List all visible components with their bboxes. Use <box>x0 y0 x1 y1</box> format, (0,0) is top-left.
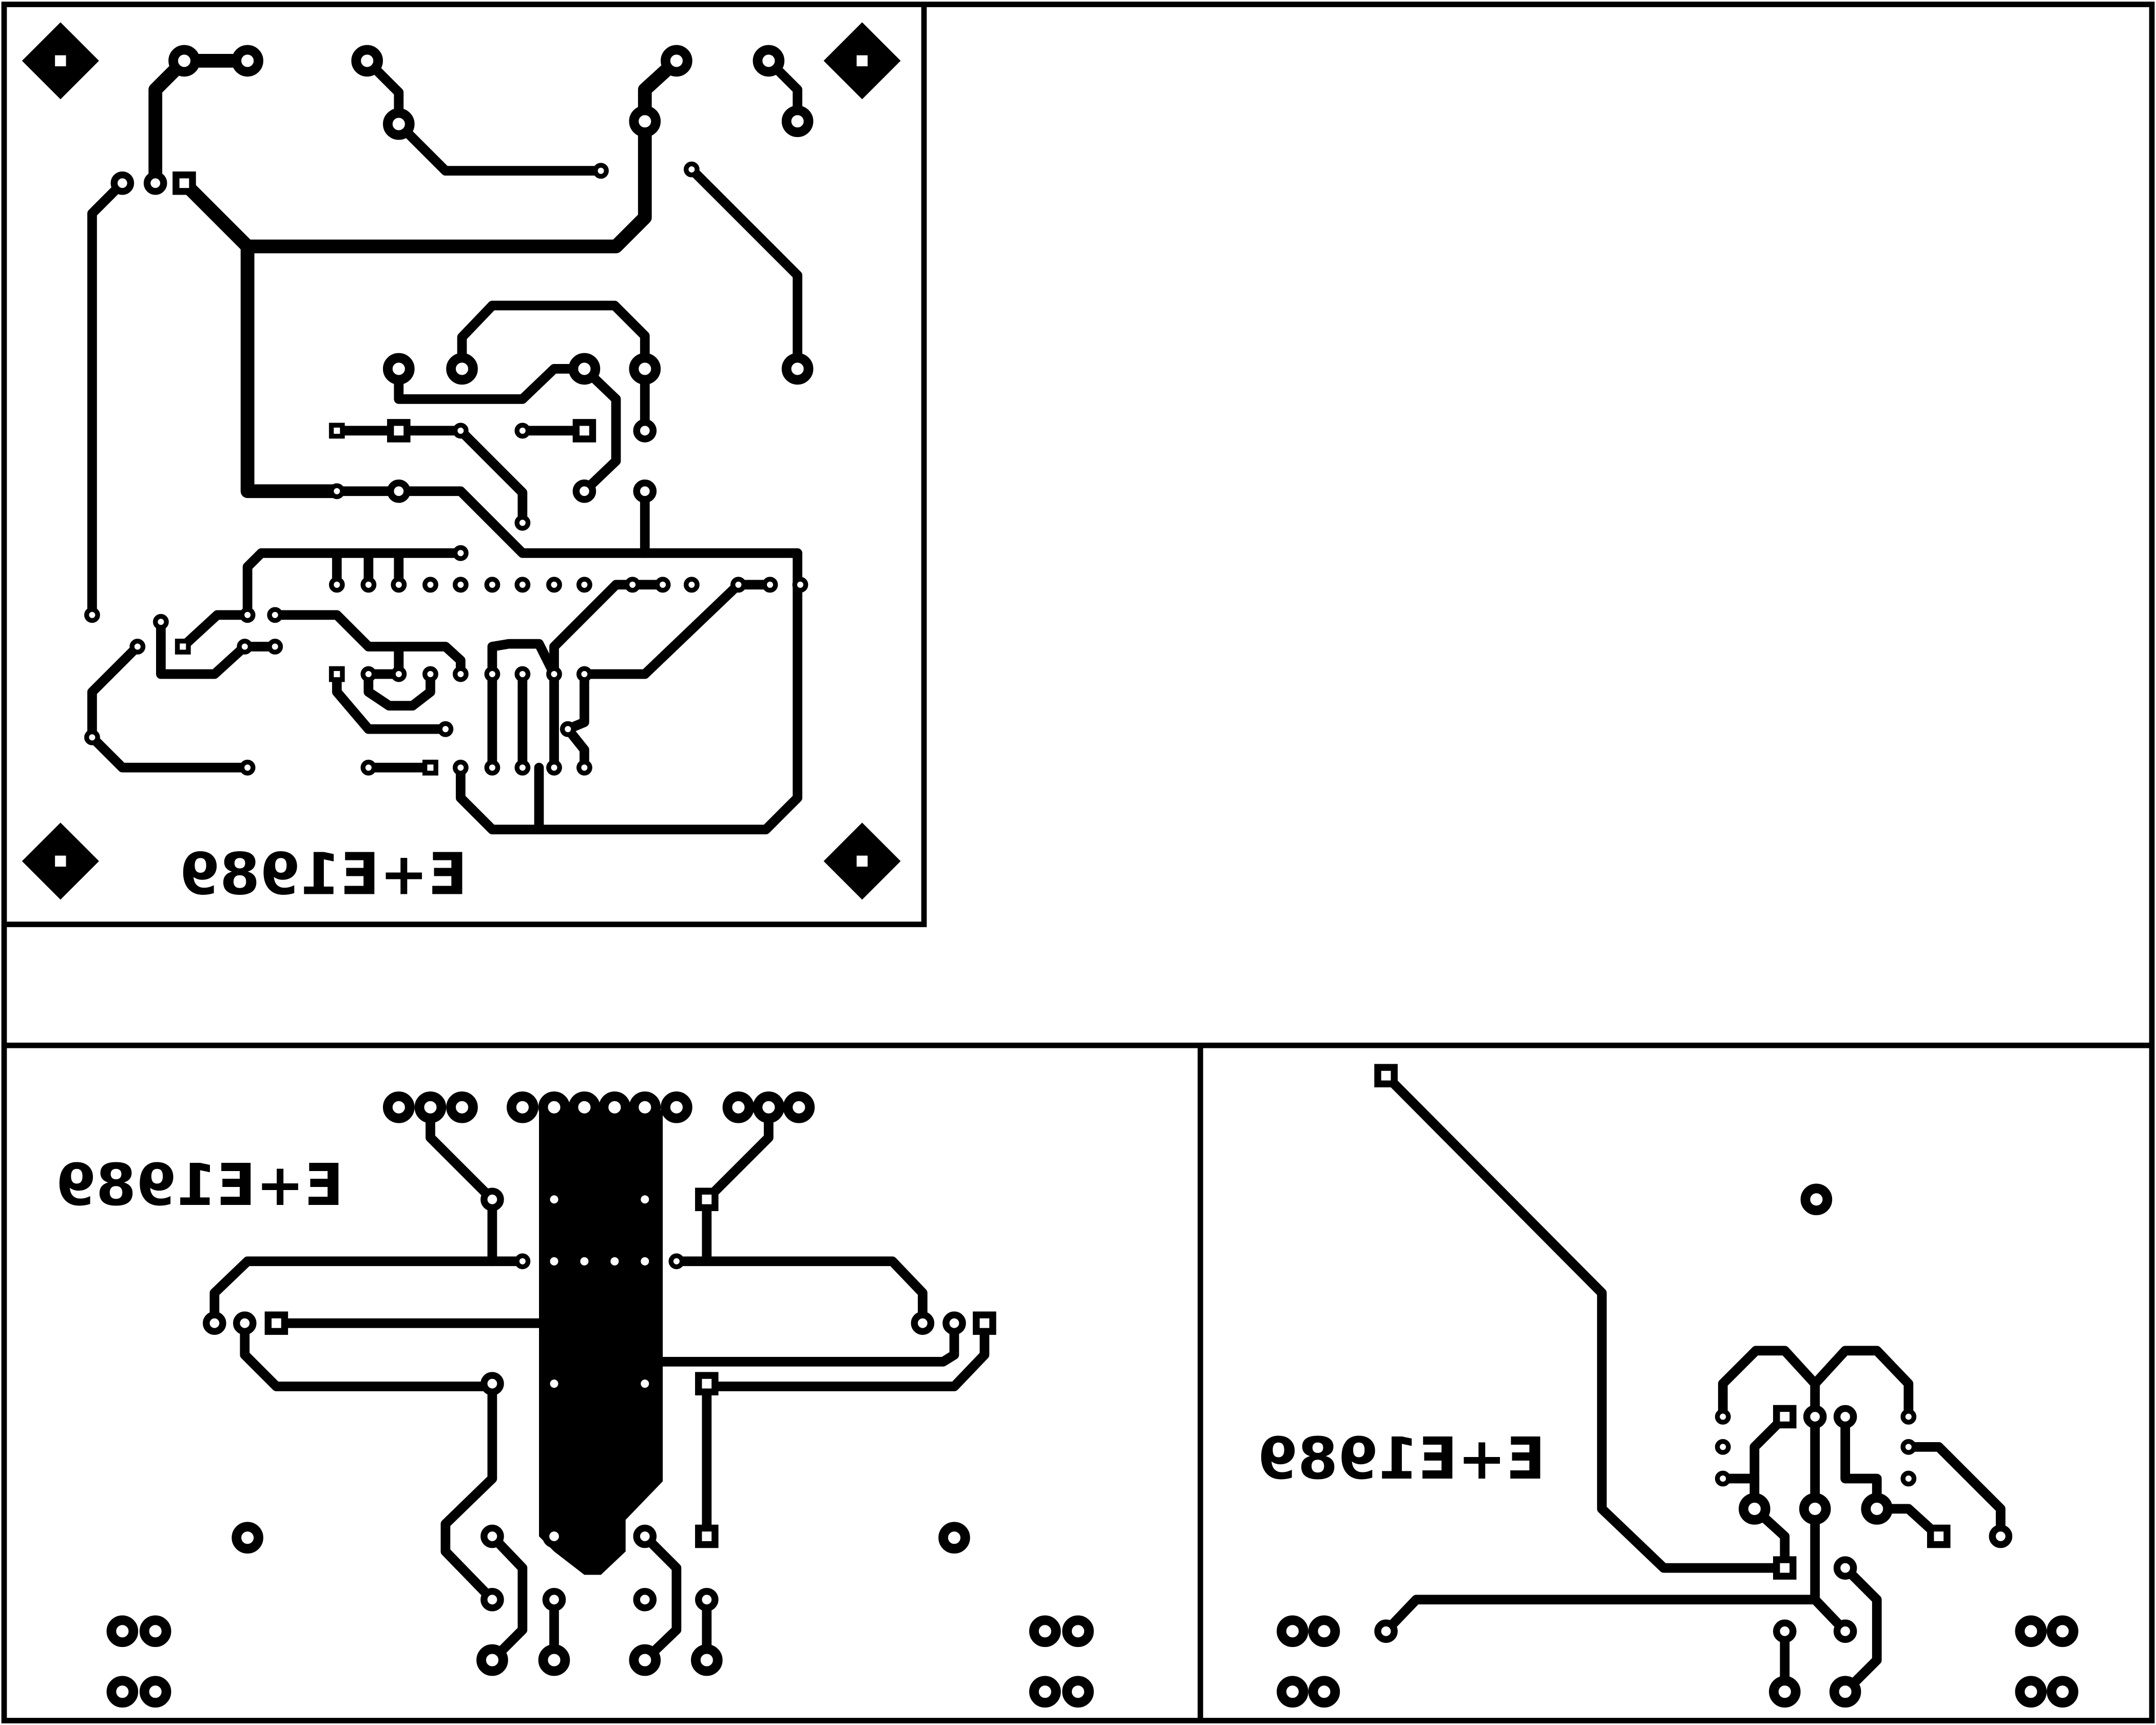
pad <box>781 105 814 138</box>
traces-thick <box>148 54 684 499</box>
board-label: E+E1989 <box>1258 1425 1546 1492</box>
pad <box>351 45 383 77</box>
pad-square <box>387 419 411 443</box>
pad <box>753 45 785 77</box>
pad <box>382 108 415 140</box>
board-bottom-right: E+E1989 <box>1258 1064 2078 1708</box>
pad <box>568 353 601 385</box>
pad <box>661 45 692 77</box>
pad <box>446 353 478 385</box>
pad <box>168 45 200 77</box>
pad <box>382 353 415 385</box>
pad <box>629 353 661 385</box>
pad <box>387 480 411 503</box>
ground-plane-vias <box>550 1195 649 1388</box>
pads-medium <box>110 171 657 503</box>
pads-small <box>84 161 808 776</box>
pad <box>572 480 596 503</box>
mounting-hole <box>823 822 901 900</box>
ground-plane <box>539 1110 663 1575</box>
mounting-hole <box>22 822 99 900</box>
pad <box>781 353 814 385</box>
pad <box>110 171 134 195</box>
board-bottom-left: E+E1989 <box>56 1091 1094 1708</box>
pads-small <box>1715 1409 1917 1487</box>
board-label: E+E1989 <box>56 1152 344 1219</box>
pad-square <box>172 171 196 195</box>
pad <box>633 419 657 443</box>
pads-large <box>168 45 814 385</box>
pad-square <box>572 419 596 443</box>
pads-large <box>106 1091 1094 1708</box>
pads-small <box>514 1253 685 1270</box>
board-label: E+E1989 <box>180 841 468 908</box>
pad <box>633 480 657 503</box>
pads-medium <box>203 1187 996 1612</box>
pad <box>629 105 661 138</box>
pads-large <box>1277 1183 2078 1708</box>
pads-medium <box>1374 1064 2013 1643</box>
pad <box>143 171 167 195</box>
pad <box>232 45 263 77</box>
